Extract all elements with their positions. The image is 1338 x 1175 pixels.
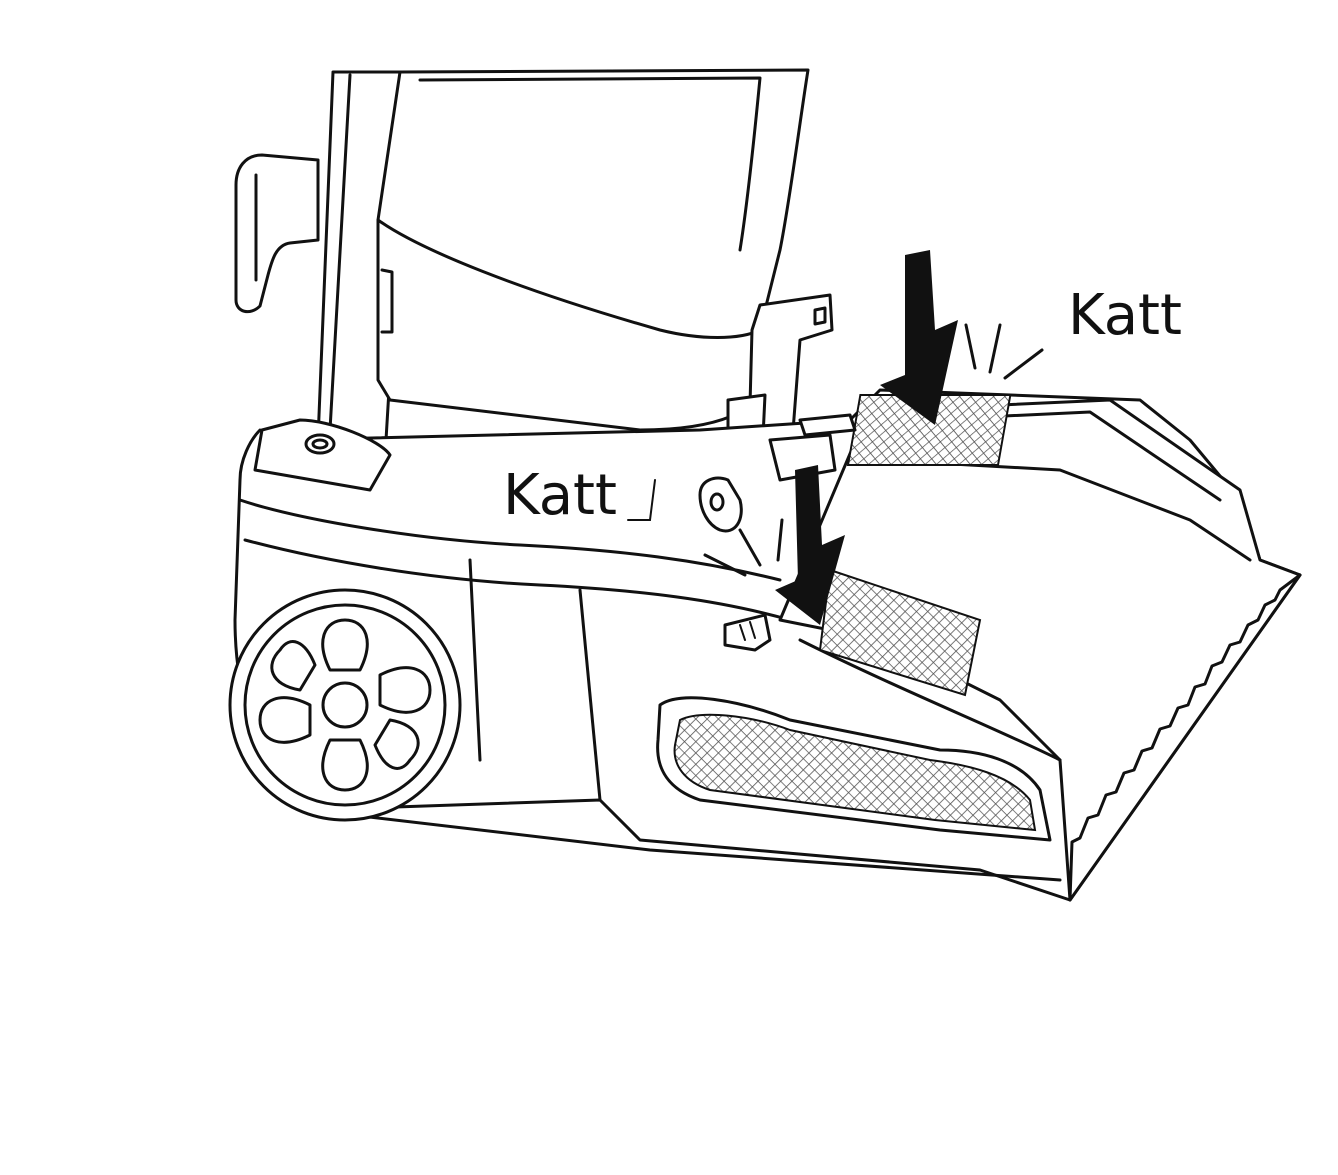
floor-nozzle	[778, 394, 1302, 902]
release-button	[723, 613, 772, 652]
top-cap	[253, 418, 392, 492]
press-arrow-icon	[775, 465, 845, 625]
carry-handle	[234, 153, 320, 314]
front-vent	[656, 696, 1052, 842]
press-arrow-icon	[880, 250, 958, 425]
tank-body	[376, 68, 810, 432]
click-sound-lines-icon	[964, 323, 1044, 380]
callout-label-right: Katt	[1068, 283, 1182, 348]
click-sound-lines-icon	[703, 518, 784, 577]
leader-line-left	[627, 479, 656, 521]
left-latch-hook	[698, 413, 857, 533]
callout-label-left: Katt	[503, 463, 617, 528]
brush-edge	[1068, 573, 1302, 902]
wheel	[228, 588, 462, 822]
